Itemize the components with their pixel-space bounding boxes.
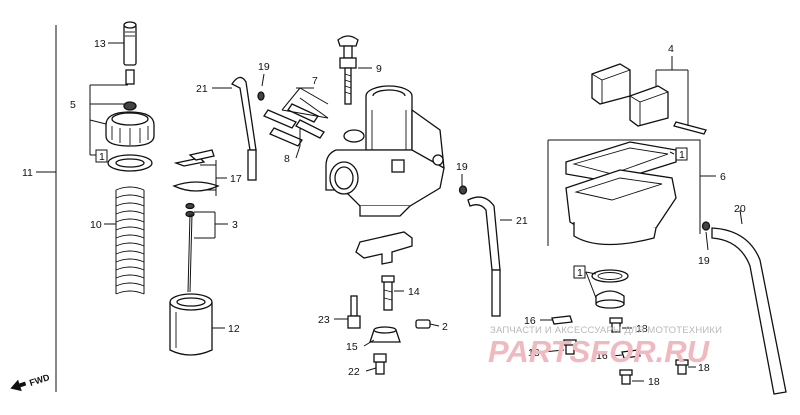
callout-20: 20 bbox=[734, 203, 746, 215]
watermark-logo: PARTSFOR.RU bbox=[488, 334, 711, 369]
callout-labels: 13 5 11 10 12 21 19 17 3 9 7 8 14 23 2 1… bbox=[22, 38, 746, 388]
watermark: ЗАПЧАСТИ И АКСЕССУАРЫ ДЛЯ МОТОТЕХНИКИ PA… bbox=[488, 325, 722, 369]
forward-direction-marker: FWD bbox=[10, 372, 51, 392]
vent-tube-left bbox=[231, 76, 265, 181]
callout-2: 2 bbox=[442, 321, 448, 333]
callout-11: 11 bbox=[22, 167, 33, 179]
callout-17: 17 bbox=[230, 173, 242, 185]
boxed-label-1c: 1 bbox=[577, 267, 583, 279]
callout-5: 5 bbox=[70, 99, 76, 111]
jets bbox=[347, 275, 431, 375]
callout-22: 22 bbox=[348, 366, 360, 378]
callout-18a: 18 bbox=[636, 323, 648, 335]
callout-14: 14 bbox=[408, 286, 420, 298]
boxed-label-1a: 1 bbox=[99, 151, 105, 163]
callout-leaders-center bbox=[281, 67, 372, 159]
callout-16b: 16 bbox=[596, 350, 608, 362]
callout-15: 15 bbox=[346, 341, 358, 353]
watermark-caption: ЗАПЧАСТИ И АКСЕССУАРЫ ДЛЯ МОТОТЕХНИКИ bbox=[490, 325, 722, 336]
callout-12: 12 bbox=[228, 323, 240, 335]
vent-tube-right bbox=[458, 185, 501, 317]
callout-18d: 18 bbox=[698, 362, 710, 374]
float-bowl-group bbox=[547, 63, 787, 395]
callout-23: 23 bbox=[318, 314, 330, 326]
callout-21a: 21 bbox=[196, 83, 208, 95]
callout-leaders-jets bbox=[334, 290, 440, 372]
callout-13: 13 bbox=[94, 38, 106, 50]
cap-assembly bbox=[105, 21, 213, 356]
fwd-label: FWD bbox=[28, 372, 51, 388]
callout-8: 8 bbox=[284, 153, 290, 165]
boxed-label-1b: 1 bbox=[679, 149, 685, 161]
callout-16a: 16 bbox=[524, 315, 536, 327]
carburetor-body bbox=[263, 35, 445, 217]
callout-18c: 18 bbox=[648, 376, 660, 388]
callout-6: 6 bbox=[720, 171, 726, 183]
callout-7: 7 bbox=[312, 75, 318, 87]
callout-leaders-right-center bbox=[461, 174, 512, 221]
needle-assembly bbox=[172, 149, 220, 293]
bracket bbox=[355, 231, 413, 265]
callout-19a: 19 bbox=[258, 61, 270, 73]
callout-leaders-right bbox=[540, 56, 743, 382]
callout-21b: 21 bbox=[516, 215, 528, 227]
callout-9: 9 bbox=[376, 63, 382, 75]
callout-3: 3 bbox=[232, 219, 238, 231]
boxed-labels: 1 1 1 bbox=[95, 147, 688, 279]
callout-19c: 19 bbox=[698, 255, 710, 267]
callout-leaders-center-left bbox=[194, 73, 265, 239]
callout-18b: 18 bbox=[528, 347, 540, 359]
callout-4: 4 bbox=[668, 43, 674, 55]
callout-10: 10 bbox=[90, 219, 102, 231]
callout-leaders-left bbox=[36, 25, 225, 392]
callout-19b: 19 bbox=[456, 161, 468, 173]
